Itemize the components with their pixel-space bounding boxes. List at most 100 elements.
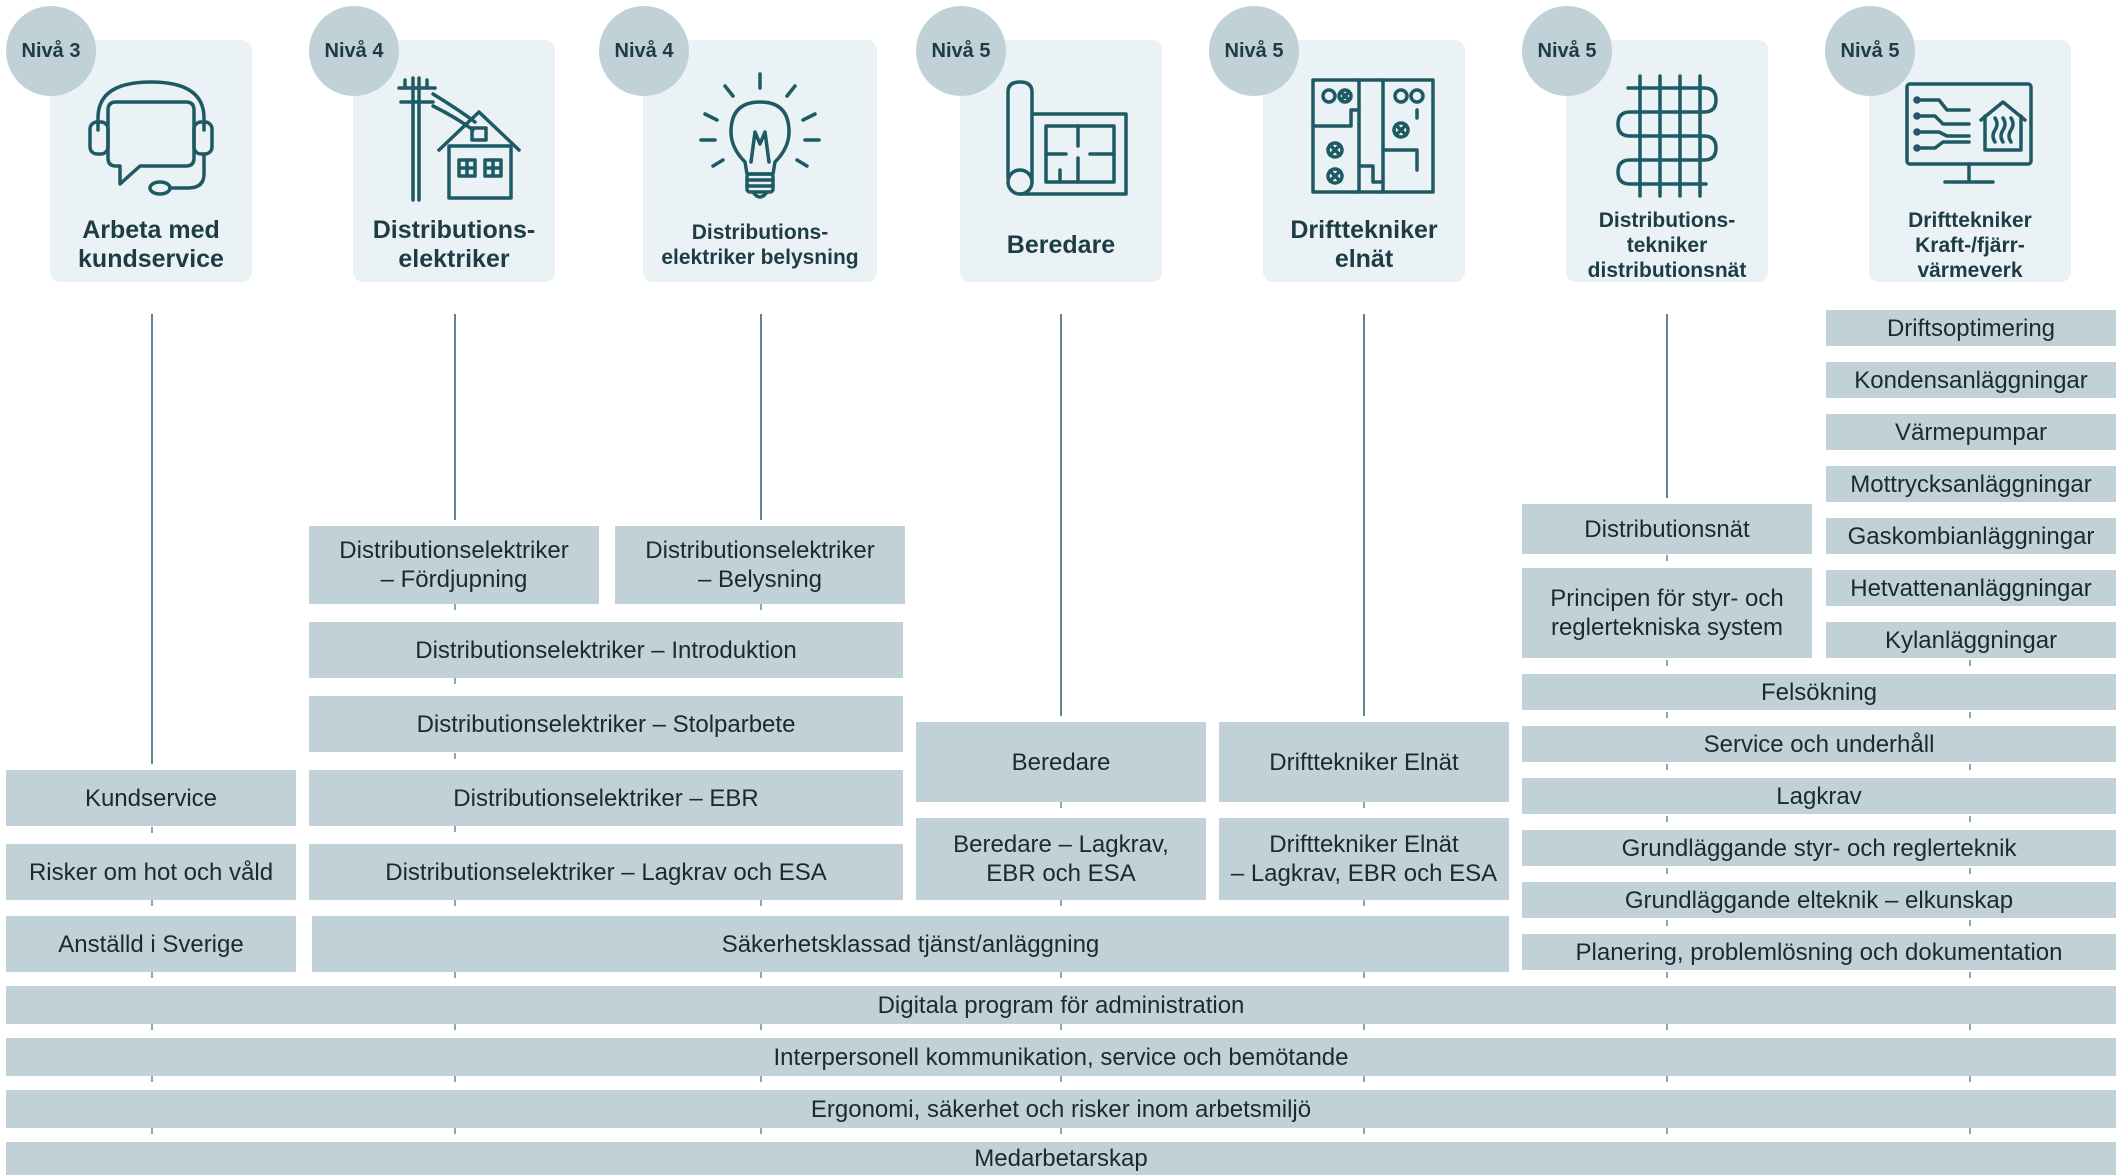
course-box: Värmepumpar — [1826, 414, 2116, 450]
connector-tick — [454, 972, 456, 978]
connector-tick — [1363, 802, 1365, 808]
connector-tick — [760, 604, 762, 610]
light-bulb-icon — [643, 70, 877, 210]
level-badge: Nivå 4 — [309, 6, 399, 96]
connector-tick — [1666, 972, 1668, 978]
level-badge: Nivå 4 — [599, 6, 689, 96]
connector-tick — [1363, 1076, 1365, 1082]
career-title: Drifttekniker elnät — [1290, 216, 1438, 273]
course-box: Distributionselektriker – Introduktion — [309, 622, 903, 678]
connector-line — [1363, 314, 1365, 716]
connector-tick — [1060, 1128, 1062, 1134]
connector-tick — [1666, 764, 1668, 770]
circuit-panel-icon — [1263, 70, 1465, 210]
course-box: Beredare — [916, 722, 1206, 802]
course-box: Kylanläggningar — [1826, 622, 2116, 658]
connector-tick — [760, 900, 762, 906]
course-box: Driftsoptimering — [1826, 310, 2116, 346]
connector-tick — [1666, 712, 1668, 718]
connector-tick — [1060, 802, 1062, 808]
connector-tick — [1969, 972, 1971, 978]
connector-tick — [454, 826, 456, 832]
course-box: Felsökning — [1522, 674, 2116, 710]
connector-tick — [454, 753, 456, 759]
course-box: Grundläggande elteknik – elkunskap — [1522, 882, 2116, 918]
connector-tick — [454, 1024, 456, 1030]
connector-line — [760, 314, 762, 520]
power-pole-house-icon — [353, 70, 555, 210]
connector-tick — [1969, 1024, 1971, 1030]
course-box: Lagkrav — [1522, 778, 2116, 814]
course-box: Hetvattenanläggningar — [1826, 570, 2116, 606]
connector-tick — [151, 1076, 153, 1082]
course-box: Anställd i Sverige — [6, 916, 296, 972]
course-box: Grundläggande styr- och reglerteknik — [1522, 830, 2116, 866]
course-box: Principen för styr- och reglertekniska s… — [1522, 568, 1812, 658]
course-box: Distributionselektriker – Belysning — [615, 526, 905, 604]
career-card-distributionstekniker: Distributions- tekniker distributionsnät — [1566, 40, 1768, 282]
course-box: Ergonomi, säkerhet och risker inom arbet… — [6, 1090, 2116, 1128]
course-box: Risker om hot och våld — [6, 844, 296, 900]
connector-tick — [151, 900, 153, 906]
career-card-kundservice: Arbeta med kundservice — [50, 40, 252, 282]
connector-tick — [1666, 1076, 1668, 1082]
connector-tick — [760, 1128, 762, 1134]
connector-tick — [454, 1076, 456, 1082]
course-box: Medarbetarskap — [6, 1142, 2116, 1175]
career-title: Beredare — [1006, 230, 1116, 259]
connector-line — [1666, 314, 1668, 498]
course-box: Drifttekniker Elnät – Lagkrav, EBR och E… — [1219, 818, 1509, 900]
connector-tick — [1666, 816, 1668, 822]
connector-tick — [454, 604, 456, 610]
connector-tick — [1666, 1024, 1668, 1030]
connector-tick — [1666, 660, 1668, 666]
career-card-drifttekniker-kraftvarme: Drifttekniker Kraft-/fjärr- värmeverk — [1869, 40, 2071, 282]
connector-tick — [1969, 1076, 1971, 1082]
course-box: Interpersonell kommunikation, service oc… — [6, 1038, 2116, 1076]
connector-tick — [454, 678, 456, 684]
career-card-distributionselektriker-belysning: Distributions- elektriker belysning — [643, 40, 877, 282]
course-box: Gaskombianläggningar — [1826, 518, 2116, 554]
connector-tick — [760, 1076, 762, 1082]
connector-tick — [1969, 712, 1971, 718]
connector-tick — [1363, 972, 1365, 978]
career-title: Arbeta med kundservice — [78, 216, 224, 273]
connector-tick — [1969, 868, 1971, 874]
course-box: Distributionsnät — [1522, 504, 1812, 554]
connector-tick — [1666, 868, 1668, 874]
career-title: Distributions- tekniker distributionsnät — [1587, 208, 1747, 282]
level-badge: Nivå 5 — [1825, 6, 1915, 96]
connector-tick — [1969, 920, 1971, 926]
course-box: Service och underhåll — [1522, 726, 2116, 762]
connector-tick — [1969, 764, 1971, 770]
connector-tick — [760, 1024, 762, 1030]
connector-tick — [1969, 1128, 1971, 1134]
connector-tick — [1060, 900, 1062, 906]
course-box: Planering, problemlösning och dokumentat… — [1522, 934, 2116, 970]
course-box: Beredare – Lagkrav, EBR och ESA — [916, 818, 1206, 900]
connector-tick — [454, 900, 456, 906]
connector-tick — [1363, 1128, 1365, 1134]
course-box: Digitala program för administration — [6, 986, 2116, 1024]
course-box: Mottrycksanläggningar — [1826, 466, 2116, 502]
career-title: Distributions- elektriker belysning — [661, 221, 859, 269]
course-box: Distributionselektriker – Fördjupning — [309, 526, 599, 604]
course-box: Distributionselektriker – Stolparbete — [309, 696, 903, 752]
course-box: Distributionselektriker – EBR — [309, 770, 903, 826]
connector-line — [454, 314, 456, 520]
connector-line — [151, 314, 153, 764]
level-badge: Nivå 3 — [6, 6, 96, 96]
connector-tick — [1363, 900, 1365, 906]
course-box: Säkerhetsklassad tjänst/anläggning — [312, 916, 1509, 972]
level-badge: Nivå 5 — [916, 6, 1006, 96]
connector-tick — [151, 1128, 153, 1134]
career-title: Distributions- elektriker — [372, 216, 536, 273]
career-card-distributionselektriker: Distributions- elektriker — [353, 40, 555, 282]
course-box: Drifttekniker Elnät — [1219, 722, 1509, 802]
course-box: Distributionselektriker – Lagkrav och ES… — [309, 844, 903, 900]
connector-tick — [1060, 1076, 1062, 1082]
heating-pipes-icon — [1566, 70, 1768, 210]
monitor-house-icon — [1869, 70, 2071, 210]
course-box: Kondensanläggningar — [1826, 362, 2116, 398]
